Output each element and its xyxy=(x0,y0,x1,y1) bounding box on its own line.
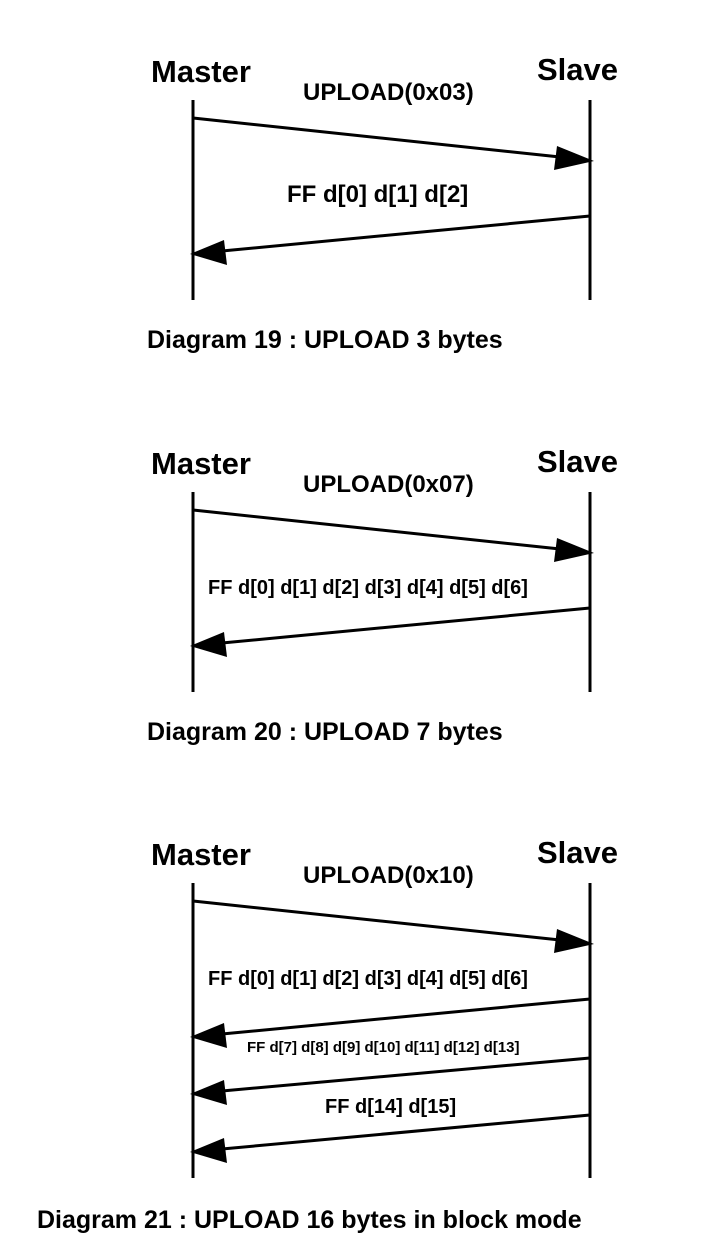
message-label: UPLOAD(0x07) xyxy=(303,471,474,498)
diagram-21-graphics xyxy=(190,883,594,1178)
diagram-caption: Diagram 21 : UPLOAD 16 bytes in block mo… xyxy=(37,1206,582,1234)
arrowhead-left xyxy=(190,1080,227,1105)
arrow-block-response-1 xyxy=(221,997,591,1036)
arrow-upload-response xyxy=(221,214,591,253)
message-label: FF d[7] d[8] d[9] d[10] d[11] d[12] d[13… xyxy=(247,1039,520,1056)
sequence-diagram-19: Master Slave UPLOAD(0x03) FF d[0] d[1] d… xyxy=(0,0,712,380)
sequence-diagram-21: Master Slave UPLOAD(0x10) FF d[0] d[1] d… xyxy=(0,783,712,1253)
arrowhead-right xyxy=(554,929,594,953)
message-label: FF d[0] d[1] d[2] d[3] d[4] d[5] d[6] xyxy=(208,968,528,990)
arrow-upload-response xyxy=(221,606,591,645)
arrow-upload-request xyxy=(192,116,561,159)
arrowhead-right xyxy=(554,146,594,170)
arrowhead-left xyxy=(190,240,227,265)
arrow-upload-request xyxy=(192,508,561,551)
diagram-caption: Diagram 19 : UPLOAD 3 bytes xyxy=(147,326,503,354)
slave-label: Slave xyxy=(537,52,619,87)
diagram-19-graphics xyxy=(190,100,594,300)
message-label: FF d[14] d[15] xyxy=(325,1096,457,1118)
arrowhead-left xyxy=(190,1023,227,1048)
arrow-block-response-2 xyxy=(221,1056,591,1093)
message-label: FF d[0] d[1] d[2] xyxy=(287,181,469,208)
message-label: FF d[0] d[1] d[2] d[3] d[4] d[5] d[6] xyxy=(208,577,528,599)
arrowhead-left xyxy=(190,1138,227,1163)
slave-label: Slave xyxy=(537,444,619,479)
arrowhead-right xyxy=(554,538,594,562)
message-label: UPLOAD(0x03) xyxy=(303,79,474,106)
arrow-upload-request xyxy=(192,899,561,942)
master-label: Master xyxy=(151,837,251,872)
arrowhead-left xyxy=(190,632,227,657)
sequence-diagram-20: Master Slave UPLOAD(0x07) FF d[0] d[1] d… xyxy=(0,392,712,772)
diagram-20-graphics xyxy=(190,492,594,692)
message-label: UPLOAD(0x10) xyxy=(303,862,474,889)
master-label: Master xyxy=(151,54,251,89)
arrow-block-response-3 xyxy=(221,1113,591,1151)
slave-label: Slave xyxy=(537,835,619,870)
master-label: Master xyxy=(151,446,251,481)
diagram-caption: Diagram 20 : UPLOAD 7 bytes xyxy=(147,718,503,746)
